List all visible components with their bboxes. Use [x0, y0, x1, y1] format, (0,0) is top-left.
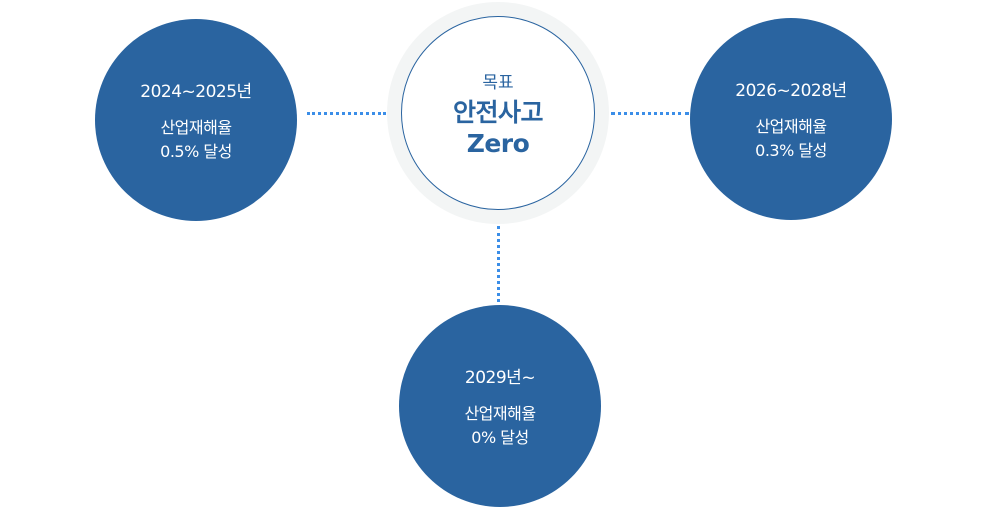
goal-title-line1: 안전사고	[452, 97, 544, 127]
goal-label: 목표	[482, 72, 514, 93]
connector-bottom	[497, 226, 500, 302]
stage-period: 2024~2025년	[140, 81, 252, 102]
goal-circle: 목표 안전사고 Zero	[401, 16, 595, 210]
stage-desc-line1: 산업재해율	[160, 117, 232, 137]
stage-circle-3: 2029년~ 산업재해율 0% 달성	[399, 305, 601, 507]
stage-period: 2029년~	[464, 367, 536, 388]
connector-left	[307, 112, 386, 115]
stage-period: 2026~2028년	[735, 80, 847, 101]
stage-desc-line1: 산업재해율	[755, 116, 827, 136]
stage-circle-2: 2026~2028년 산업재해율 0.3% 달성	[690, 18, 892, 220]
stage-desc-line1: 산업재해율	[464, 403, 536, 423]
stage-desc-line2: 0.3% 달성	[755, 140, 827, 160]
goal-title-line2: Zero	[466, 128, 530, 158]
stage-desc-line2: 0% 달성	[471, 427, 529, 447]
connector-right	[611, 112, 689, 115]
stage-desc-line2: 0.5% 달성	[160, 141, 232, 161]
stage-circle-1: 2024~2025년 산업재해율 0.5% 달성	[95, 19, 297, 221]
